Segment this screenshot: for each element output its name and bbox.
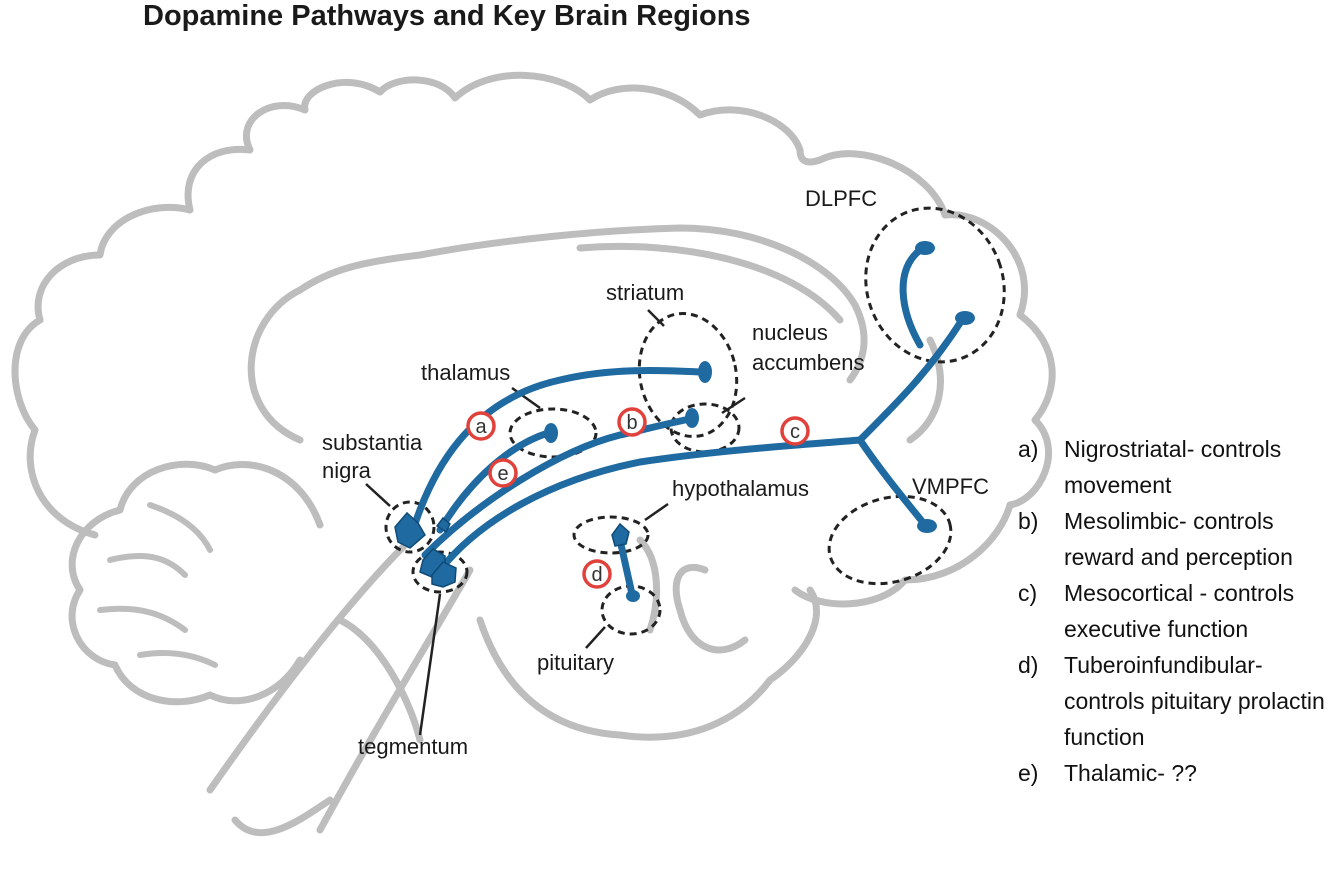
label-striatum: striatum: [606, 280, 684, 305]
terminal-striatum: [698, 361, 712, 383]
leader-hypothalamus: [644, 502, 669, 522]
vmpfc-region: [827, 494, 953, 586]
terminal-pituitary: [626, 590, 640, 602]
brainstem-outline: [206, 541, 474, 837]
terminal-thalamus: [544, 423, 558, 443]
legend-letter: d): [1018, 652, 1039, 678]
cerebellum-folds: [97, 502, 218, 668]
striatum-region: [637, 312, 739, 438]
cerebellum-outline: [68, 460, 324, 706]
legend-text: Nigrostriatal- controls movement: [1064, 436, 1282, 498]
neuron-thalamic-origin: [435, 516, 451, 534]
terminal-dlpfc-upper: [915, 241, 935, 255]
legend-item: c) Mesocortical - controls executive fun…: [1018, 575, 1330, 647]
pathway-badges: a b c d e: [466, 407, 810, 589]
label-nucleus-accumbens-line1: nucleus: [752, 320, 828, 345]
axon-terminals: [544, 241, 975, 602]
badge-a-label: a: [475, 416, 487, 438]
badge-a: a: [466, 411, 496, 441]
hypothalamus-region: [572, 515, 650, 555]
region-labels: DLPFC VMPFC striatum nucleus accumbens t…: [322, 186, 989, 759]
neuron-substantia-nigra: [394, 511, 426, 549]
neuron-tegmentum-2: [431, 561, 457, 588]
leader-striatum: [647, 309, 665, 327]
legend-item: b) Mesolimbic- controls reward and perce…: [1018, 503, 1330, 575]
badge-d-label: d: [591, 564, 602, 586]
terminal-dlpfc-lower: [955, 311, 975, 325]
thalamus-region: [508, 407, 598, 459]
terminal-accumbens: [685, 408, 699, 428]
label-dlpfc: DLPFC: [805, 186, 877, 211]
pathway-mesocortical-branch-up: [856, 316, 966, 444]
temporal-lobe-outline: [476, 536, 820, 741]
badge-c-label: c: [790, 421, 800, 443]
legend-letter: e): [1018, 760, 1039, 786]
leader-nucleus-accumbens: [721, 396, 746, 415]
legend-letter: a): [1018, 436, 1039, 462]
legend-text: Thalamic- ??: [1064, 760, 1197, 786]
leader-substantia-nigra: [365, 483, 391, 507]
legend-text: Mesolimbic- controls reward and percepti…: [1064, 508, 1293, 570]
leader-tegmentum: [418, 593, 442, 736]
label-vmpfc: VMPFC: [912, 474, 989, 499]
pathway-mesolimbic: [421, 415, 694, 559]
badge-e-label: e: [497, 463, 508, 485]
pathway-mesocortical-branch-vmpfc: [856, 436, 929, 529]
tegmentum-region: [411, 550, 469, 594]
pathway-mesocortical-branch-dlpfc: [899, 246, 924, 349]
leader-pituitary: [585, 626, 606, 649]
legend-item: a) Nigrostriatal- controls movement: [1018, 431, 1330, 503]
legend-text: Tuberoinfundibular- controls pituitary p…: [1064, 652, 1325, 750]
legend-text: Mesocortical - controls executive functi…: [1064, 580, 1295, 642]
pathway-nigrostriatal: [406, 367, 704, 544]
label-substantia-nigra-line1: substantia: [322, 430, 423, 455]
badge-b-label: b: [626, 412, 637, 434]
label-hypothalamus: hypothalamus: [672, 476, 809, 501]
pathway-legend: a) Nigrostriatal- controls movement b) M…: [1018, 431, 1330, 791]
badge-b: b: [617, 407, 647, 437]
terminal-vmpfc: [917, 519, 937, 533]
cortex-outline: [11, 71, 1056, 608]
legend-letter: c): [1018, 580, 1038, 606]
label-tegmentum: tegmentum: [358, 734, 468, 759]
legend-item: e) Thalamic- ??: [1018, 755, 1330, 791]
legend-letter: b): [1018, 508, 1039, 534]
legend-item: d) Tuberoinfundibular- controls pituitar…: [1018, 647, 1330, 755]
page-title: Dopamine Pathways and Key Brain Regions: [143, 0, 751, 32]
brain-outline: [11, 71, 1056, 837]
pathway-tuberoinfundibular: [616, 536, 636, 598]
badge-e: e: [488, 458, 518, 488]
label-nucleus-accumbens-line2: accumbens: [752, 350, 865, 375]
label-thalamus: thalamus: [421, 360, 510, 385]
label-substantia-nigra-line2: nigra: [322, 458, 372, 483]
cingulate-outline: [247, 224, 868, 444]
region-ellipses: [384, 206, 1006, 636]
neuron-hypothalamus: [611, 522, 630, 547]
dlpfc-region: [864, 206, 1006, 364]
cell-bodies: [394, 511, 630, 588]
corpus-callosum-outline: [576, 242, 844, 324]
badge-c: c: [780, 416, 810, 446]
label-pituitary: pituitary: [537, 650, 614, 675]
nucleus-accumbens-region: [669, 402, 741, 454]
badge-d: d: [582, 559, 612, 589]
substantia-nigra-region: [384, 500, 436, 554]
